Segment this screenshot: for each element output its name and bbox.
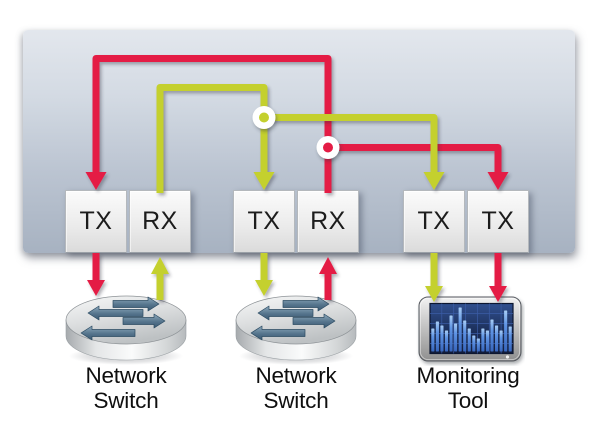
port-label: RX — [310, 207, 346, 235]
port-label: TX — [481, 207, 515, 235]
monitor-indicator-dot — [505, 355, 510, 359]
switch2-label: Network Switch — [255, 363, 337, 413]
port-pair-1: TX RX — [65, 190, 191, 253]
port-pair-2: TX RX — [233, 190, 359, 253]
port-pair2-tx: TX — [233, 190, 295, 253]
port-label: TX — [247, 207, 281, 235]
port-label: TX — [79, 207, 113, 235]
screen-bar-chart — [431, 307, 512, 352]
port-label: TX — [417, 207, 451, 235]
monitor-screen — [429, 302, 514, 355]
monitoring-tool-icon — [418, 296, 522, 362]
monitoring-tool-label: Monitoring Tool — [416, 363, 520, 413]
port-pair3-tx-right: TX — [467, 190, 529, 253]
port-pair2-rx: RX — [297, 190, 359, 253]
port-label: RX — [142, 207, 178, 235]
port-pair1-tx: TX — [65, 190, 127, 253]
port-pair-3: TX TX — [403, 190, 529, 253]
switch1-label: Network Switch — [85, 363, 167, 413]
port-pair1-rx: RX — [129, 190, 191, 253]
network-switch-icon — [231, 290, 361, 370]
port-pair3-tx-left: TX — [403, 190, 465, 253]
network-switch-icon — [61, 290, 191, 370]
